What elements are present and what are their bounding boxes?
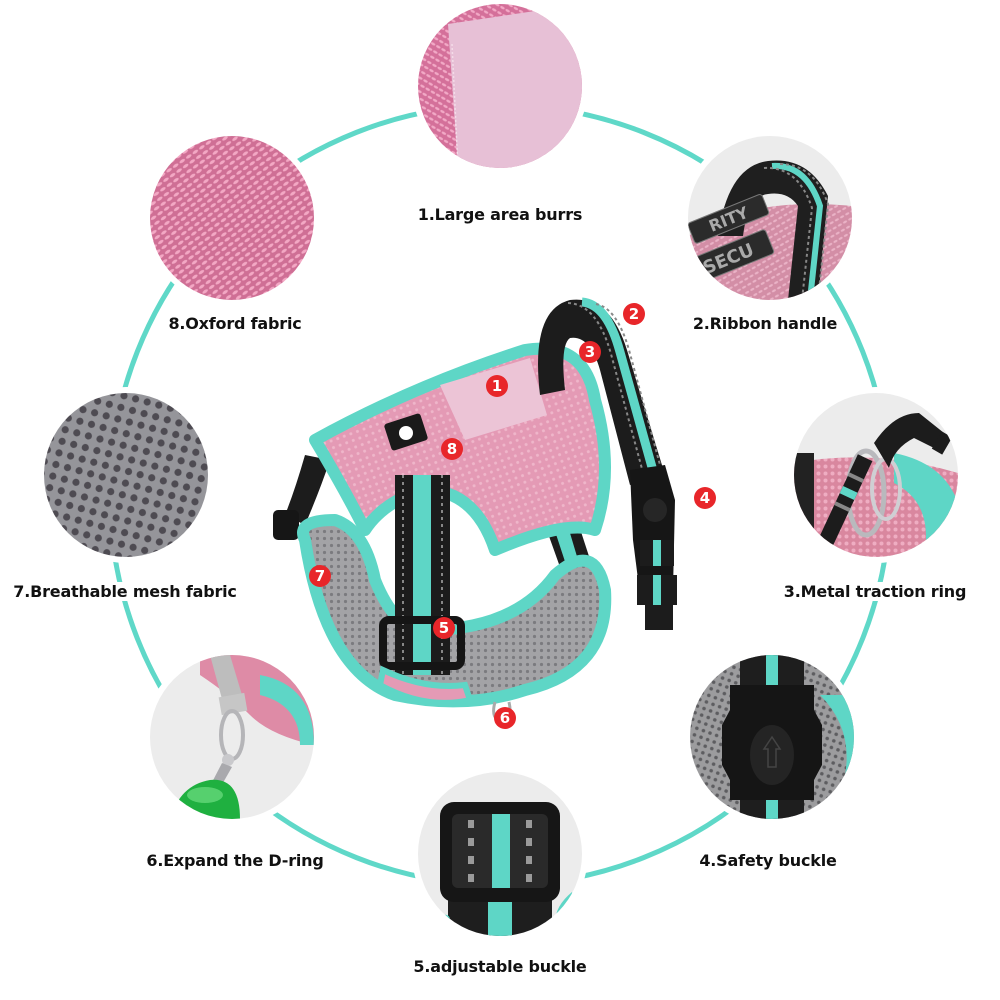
feature-label-1: 1.Large area burrs [413,205,587,224]
detail-image-safety-buckle [690,655,854,819]
detail-image-velcro [418,4,582,168]
harness-product-image [273,297,677,724]
marker-2: 2 [623,303,645,325]
feature-label-2: 2.Ribbon handle [688,314,842,333]
detail-image-d-ring [150,655,314,819]
feature-label-6: 6.Expand the D-ring [142,851,328,870]
detail-image-adjustable-buckle [418,772,582,936]
feature-label-8: 8.Oxford fabric [164,314,306,333]
detail-image-metal-ring [794,393,958,557]
detail-image-mesh [44,393,208,557]
marker-8: 8 [441,438,463,460]
feature-label-3: 3.Metal traction ring [779,582,971,601]
marker-4: 4 [694,487,716,509]
marker-5: 5 [433,617,455,639]
feature-label-7: 7.Breathable mesh fabric [9,582,241,601]
feature-label-4: 4.Safety buckle [695,851,841,870]
detail-image-handle: RITY SECU [688,136,852,300]
marker-1: 1 [486,375,508,397]
detail-image-oxford [150,136,314,300]
marker-6: 6 [494,707,516,729]
feature-label-5: 5.adjustable buckle [409,957,591,976]
marker-7: 7 [309,565,331,587]
marker-3: 3 [579,341,601,363]
